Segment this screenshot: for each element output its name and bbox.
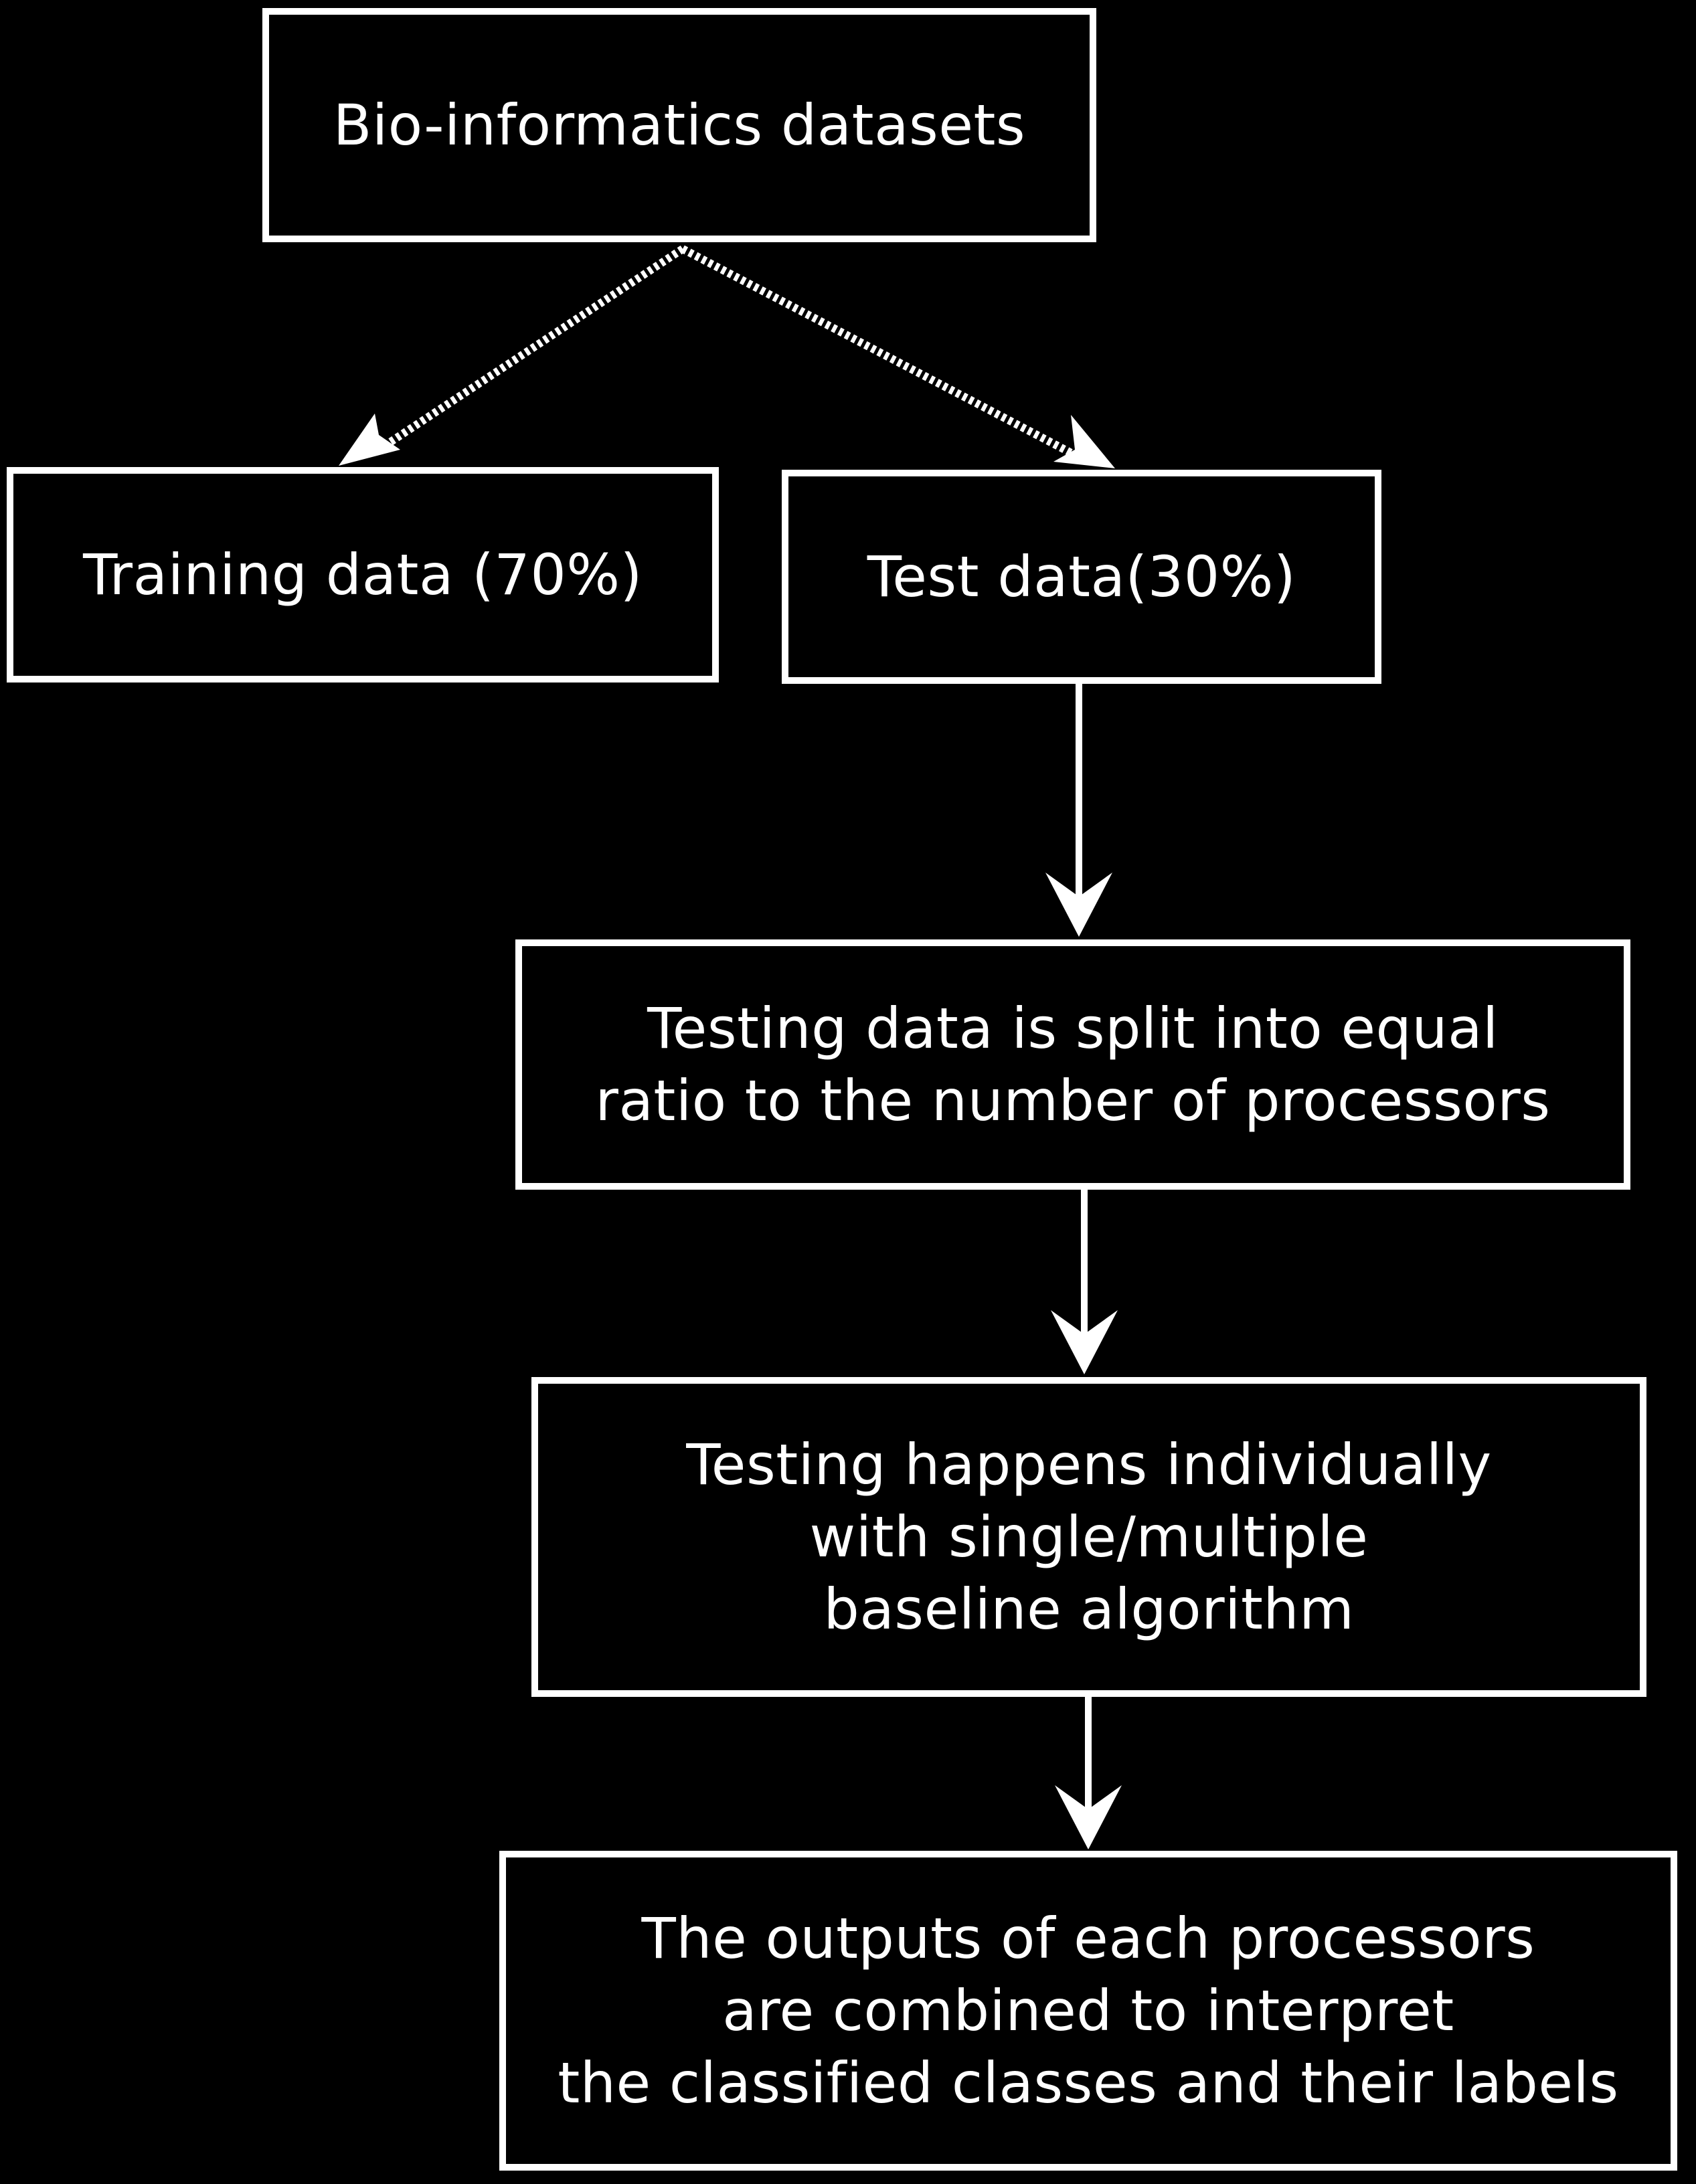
node-training-data-label: Training data (70%) bbox=[83, 542, 643, 608]
node-data-split-label: Testing data is split into equal ratio t… bbox=[595, 996, 1551, 1133]
arrowhead-outputs bbox=[1055, 1785, 1122, 1849]
node-combined-outputs-label: The outputs of each processors are combi… bbox=[558, 1906, 1619, 2116]
node-individual-testing: Testing happens individually with single… bbox=[531, 1377, 1646, 1697]
edge-datasets-to-test bbox=[681, 245, 1080, 460]
arrowhead-split bbox=[1045, 873, 1112, 937]
arrowhead-testing bbox=[1051, 1310, 1118, 1374]
node-test-data-label: Test data(30%) bbox=[867, 544, 1296, 610]
node-combined-outputs: The outputs of each processors are combi… bbox=[499, 1851, 1677, 2171]
node-training-data: Training data (70%) bbox=[7, 467, 719, 682]
node-test-data: Test data(30%) bbox=[782, 470, 1381, 684]
arrowhead-training bbox=[339, 414, 400, 466]
edge-datasets-to-training bbox=[372, 245, 685, 456]
node-data-split: Testing data is split into equal ratio t… bbox=[515, 939, 1630, 1190]
arrowhead-test bbox=[1053, 415, 1115, 468]
node-datasets-label: Bio-informatics datasets bbox=[333, 92, 1026, 158]
node-individual-testing-label: Testing happens individually with single… bbox=[686, 1432, 1492, 1642]
node-datasets: Bio-informatics datasets bbox=[262, 8, 1096, 242]
